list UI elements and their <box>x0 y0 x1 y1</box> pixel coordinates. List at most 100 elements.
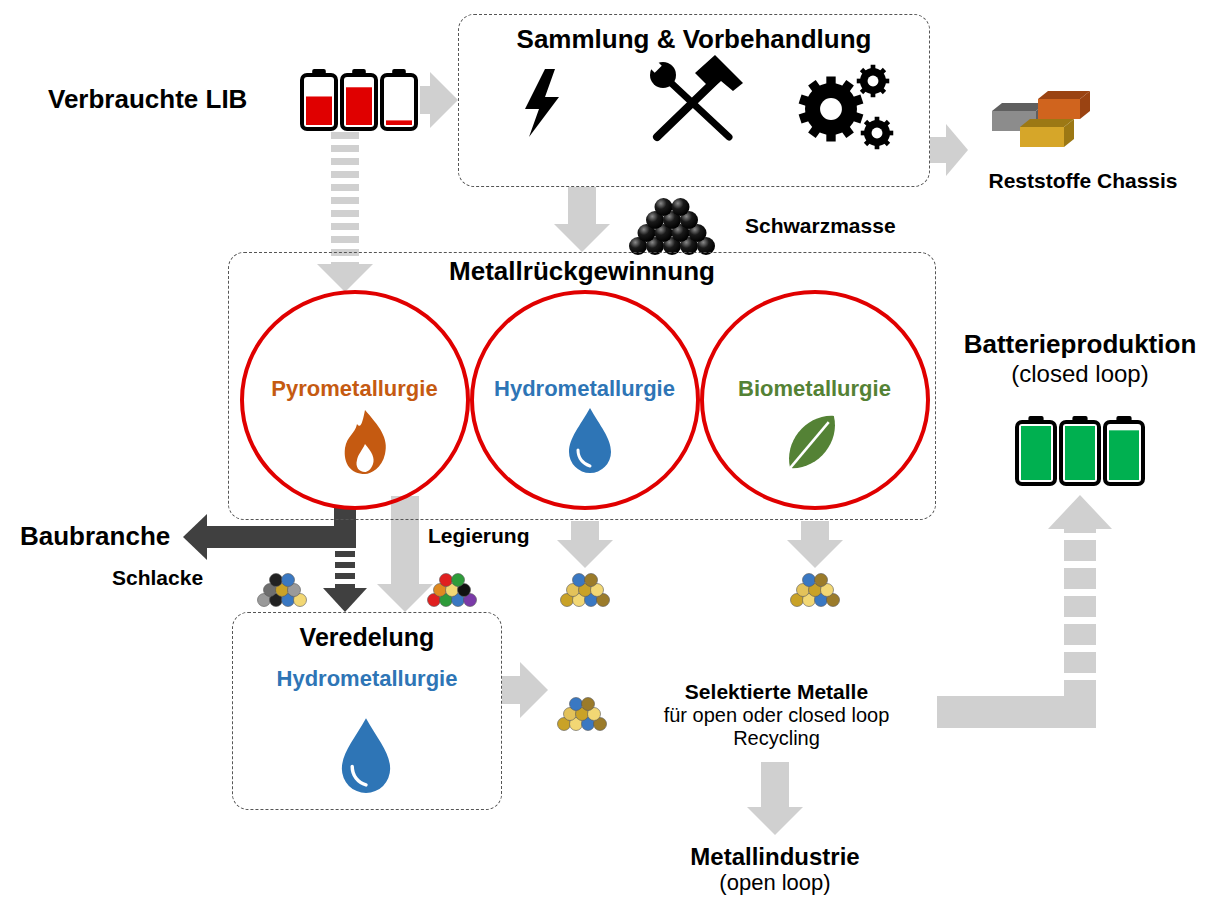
metal-grain <box>564 708 577 721</box>
flow-arrow <box>420 72 458 128</box>
block-top <box>992 103 1046 111</box>
gear-tooth <box>883 79 890 84</box>
process-box: Sammlung & Vorbehandlung <box>458 14 930 187</box>
gear-tooth <box>882 138 890 146</box>
flow-arrow <box>930 124 968 176</box>
lightning-symbol <box>525 69 559 137</box>
arrow-shaft <box>761 762 789 808</box>
gear-body <box>864 120 890 146</box>
dash-gap <box>1063 529 1097 694</box>
arrow-head <box>554 224 610 252</box>
gear-tooth <box>864 120 872 128</box>
node-title: Verbrauchte LIB <box>48 85 247 115</box>
metal-grain <box>570 698 583 711</box>
metal-grain <box>282 574 295 587</box>
flow-arrow <box>937 495 1112 712</box>
gear-tooth <box>799 111 814 124</box>
output-node: Reststoffe Chassis <box>968 85 1198 195</box>
gear-tooth <box>871 91 876 98</box>
node-title: Metallrückgewinnung <box>449 257 715 287</box>
leaf-vein <box>785 422 829 474</box>
metal-grain <box>270 574 283 587</box>
flow-arrow <box>377 496 433 612</box>
gear-tooth <box>839 122 854 138</box>
battery-terminal <box>312 69 326 77</box>
circle-outline <box>472 292 698 508</box>
block-front <box>1020 127 1064 147</box>
tools-symbol <box>646 55 743 137</box>
battery-terminal <box>1116 416 1131 424</box>
block-top <box>1020 119 1074 127</box>
gear-tooth <box>839 80 854 96</box>
circle-outline <box>242 292 468 508</box>
battery-body <box>1017 422 1055 484</box>
leaf-icon <box>772 405 846 484</box>
hammer-head <box>695 55 743 91</box>
metal-grain <box>815 574 828 587</box>
flame-icon <box>344 410 385 474</box>
metal-pile <box>558 698 607 731</box>
metal-grain <box>588 708 601 721</box>
node-subtitle: (closed loop) <box>1011 360 1148 388</box>
black-mass-pile <box>629 198 715 255</box>
gear-tooth <box>826 129 835 142</box>
water-drop-icon <box>569 408 611 473</box>
product-node: Selektierte Metallefür open oder closed … <box>548 668 937 762</box>
drop-highlight <box>352 767 366 785</box>
arrow-head <box>557 540 613 568</box>
metal-grain <box>573 574 586 587</box>
leaf-shape <box>777 405 846 478</box>
node-subtitle: Hydrometallurgie <box>277 666 458 691</box>
output-arrow <box>787 521 843 568</box>
arrow-shaft <box>502 676 521 704</box>
battery-body <box>382 75 416 129</box>
metal-grain <box>570 718 583 731</box>
gear-symbol <box>799 77 864 142</box>
arrow-head <box>317 264 373 292</box>
gear-tooth <box>878 86 886 94</box>
metal-grain <box>440 574 453 587</box>
output-node: Metallindustrie(open loop) <box>665 835 885 903</box>
output-node: Baubranche <box>18 520 183 554</box>
arrow-head <box>520 662 548 718</box>
gear-tooth <box>860 86 868 94</box>
flow-arrow <box>183 507 345 560</box>
wrench-notch <box>646 57 662 73</box>
flow-label: Schlacke <box>112 566 203 590</box>
process-box: VeredelungHydrometallurgie <box>232 612 502 810</box>
battery-charge <box>1109 430 1139 480</box>
node-title: Hydrometallurgie <box>494 376 675 401</box>
metal-grain <box>452 574 465 587</box>
battery-terminal <box>352 69 366 77</box>
battery-charge <box>346 87 372 125</box>
flame-outer <box>344 410 385 474</box>
gear-hole <box>868 76 879 87</box>
arrow-head <box>323 588 367 612</box>
battery-body <box>1061 422 1099 484</box>
arrow-head <box>1048 495 1112 529</box>
circle-outline <box>702 292 928 508</box>
battery-charge <box>306 96 332 125</box>
arrow-shaft <box>801 521 829 541</box>
arrow-head <box>377 584 433 612</box>
wrench-handle <box>669 81 729 137</box>
output-arrow <box>557 521 613 568</box>
node-subtitle: (open loop) <box>719 870 830 895</box>
metal-pile <box>791 574 840 607</box>
metal-grain <box>594 718 607 731</box>
battery-charge <box>386 120 412 125</box>
block-side <box>1064 119 1074 147</box>
metal-pile <box>258 574 307 607</box>
arrow-shaft <box>571 521 599 541</box>
node-title: Pyrometallurgie <box>271 376 437 401</box>
gear-tooth <box>808 122 823 138</box>
block-side <box>1080 91 1090 119</box>
arrow-shaft <box>930 137 947 163</box>
metal-pile <box>428 574 477 607</box>
flame-inner <box>356 444 373 472</box>
drop-shape <box>569 408 611 473</box>
gear-tooth <box>857 79 864 84</box>
arrow-head <box>430 72 458 128</box>
drop-highlight <box>578 450 590 466</box>
black-mass-ball <box>672 198 690 216</box>
